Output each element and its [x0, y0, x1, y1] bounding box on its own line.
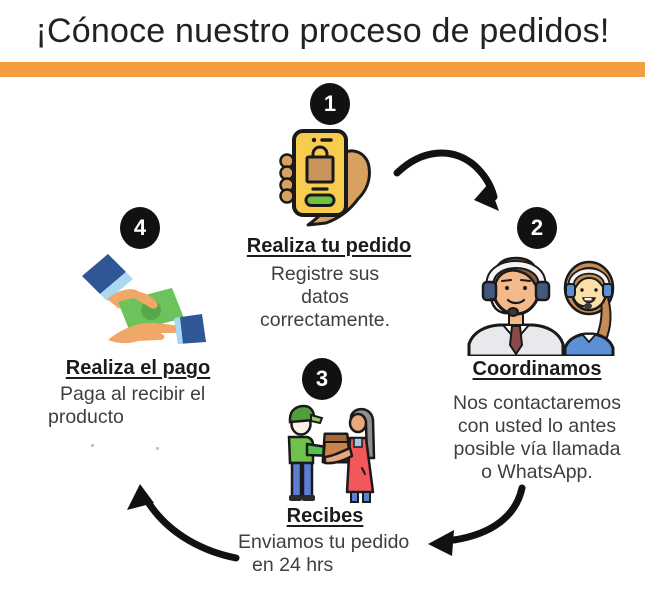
- step-4-badge: 4: [120, 207, 160, 249]
- step-3-badge: 3: [302, 358, 342, 400]
- step-1-title: Realiza tu pedido: [246, 235, 412, 257]
- step-3-title: Recibes: [286, 505, 364, 527]
- stray-mark: [91, 444, 94, 447]
- accent-bar: [0, 62, 645, 77]
- step-1-description: Registre sus datos correctamente.: [259, 263, 391, 331]
- page-title: ¡Cónoce nuestro proceso de pedidos!: [35, 12, 610, 50]
- step-2-description: Nos contactaremos con usted lo antes pos…: [453, 392, 621, 483]
- step-1-badge: 1: [310, 83, 350, 125]
- step-2-badge: 2: [517, 207, 557, 249]
- step-4-title: Realiza el pago: [65, 357, 211, 379]
- step-2-title: Coordinamos: [472, 358, 602, 380]
- arrow-step2-to-step3-icon: [428, 482, 536, 556]
- step-4-description: Paga al recibir el producto: [48, 383, 206, 428]
- support-agents-icon: [461, 246, 619, 356]
- arrow-step1-to-step2-icon: [392, 135, 499, 211]
- cash-payment-icon: [82, 254, 206, 344]
- phone-order-icon: [278, 127, 384, 227]
- arrow-step3-to-step4-icon: [127, 484, 244, 566]
- stray-mark: [156, 447, 159, 450]
- step-3-description: Enviamos tu pedido en 24 hrs: [238, 531, 410, 576]
- package-handoff-icon: [267, 400, 379, 505]
